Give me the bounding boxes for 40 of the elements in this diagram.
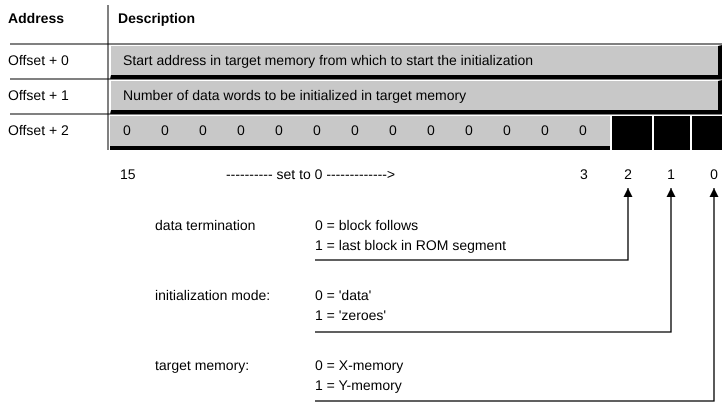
value-meaning: 1 = 'zeroes' (315, 307, 386, 323)
header-label: Address (8, 10, 64, 26)
bit-value: 0 (427, 122, 435, 138)
bit-value: 0 (389, 122, 397, 138)
range-note: ---------- set to 0 -------------> (226, 166, 396, 182)
field-name: initialization mode: (155, 287, 270, 303)
bit-value: 0 (199, 122, 207, 138)
row-label: Offset + 0 (8, 52, 69, 68)
description-text: Start address in target memory from which to start the initialization (123, 52, 534, 68)
bit-value: 0 (237, 122, 245, 138)
bit-number: 3 (580, 166, 588, 182)
field-name: data termination (155, 217, 256, 233)
bit-value: 0 (579, 122, 587, 138)
description-bar (110, 45, 722, 79)
value-meaning: 1 = Y-memory (315, 377, 402, 393)
bit-value: 0 (161, 122, 169, 138)
bit-value: 0 (465, 122, 473, 138)
bit-value: 0 (123, 122, 131, 138)
value-meaning: 0 = 'data' (315, 287, 372, 303)
bit-value: 0 (541, 122, 549, 138)
description-text: Number of data words to be initialized in target memory (123, 87, 466, 103)
bit-number: 1 (664, 166, 678, 184)
leader-arrow (315, 188, 676, 333)
bit-value: 0 (503, 122, 511, 138)
leader-arrow (315, 188, 633, 261)
value-meaning: 0 = X-memory (315, 357, 404, 373)
bit-number: 2 (621, 166, 635, 184)
bit-value: 0 (351, 122, 359, 138)
field-name: target memory: (155, 357, 250, 373)
row-label: Offset + 2 (8, 122, 69, 138)
bit-value: 0 (313, 122, 321, 138)
description-bar (110, 80, 722, 114)
value-meaning: 0 = block follows (315, 217, 418, 233)
bit-value: 0 (275, 122, 283, 138)
header-label: Description (118, 10, 196, 26)
bit-number: 15 (120, 166, 136, 182)
bit-number: 0 (707, 166, 721, 184)
value-meaning: 1 = last block in ROM segment (315, 237, 506, 253)
row-label: Offset + 1 (8, 87, 69, 103)
leader-arrow (315, 188, 719, 402)
